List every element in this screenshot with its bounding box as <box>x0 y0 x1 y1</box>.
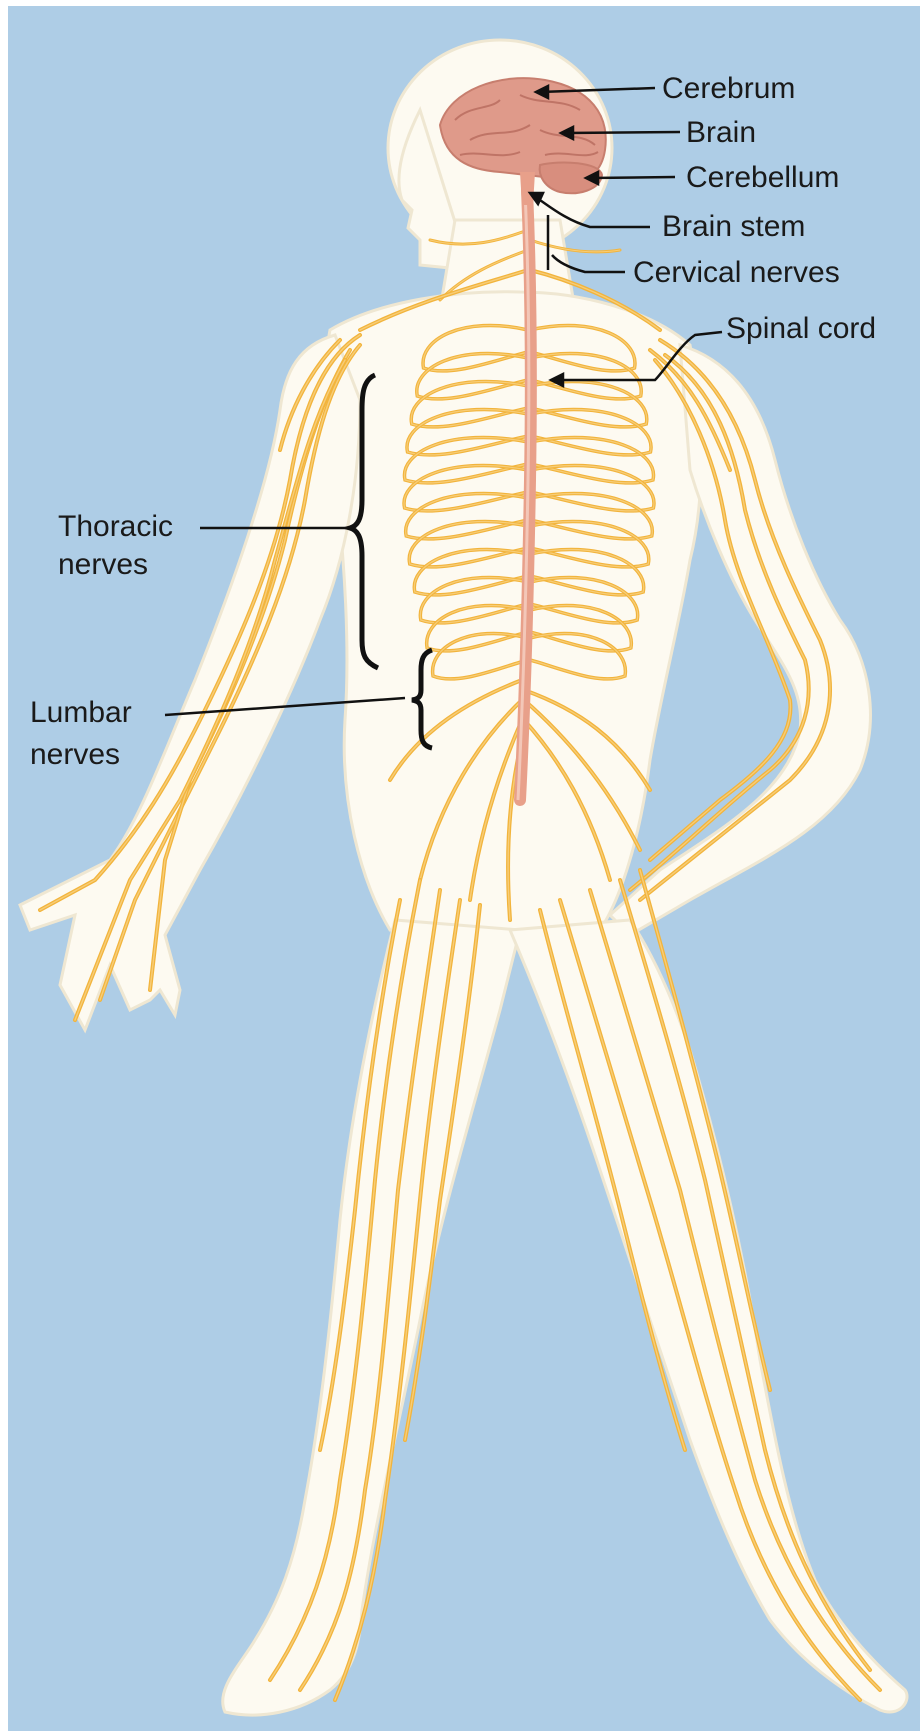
label-spinal-cord: Spinal cord <box>726 312 876 345</box>
label-thoracic-line2: nerves <box>58 548 148 581</box>
cerebellum-pointer <box>590 177 675 178</box>
label-thoracic-line1: Thoracic <box>58 510 173 543</box>
label-lumbar-line2: nerves <box>30 738 120 771</box>
brain-stem-shape <box>520 172 535 205</box>
label-cervical-nerves: Cervical nerves <box>633 256 840 289</box>
left-border <box>0 0 8 1731</box>
label-cerebrum: Cerebrum <box>662 72 795 105</box>
label-lumbar-line1: Lumbar <box>30 696 132 729</box>
brain-pointer <box>565 132 680 133</box>
label-cerebellum: Cerebellum <box>686 161 839 194</box>
label-brain: Brain <box>686 116 756 149</box>
label-brain-stem: Brain stem <box>662 210 805 243</box>
